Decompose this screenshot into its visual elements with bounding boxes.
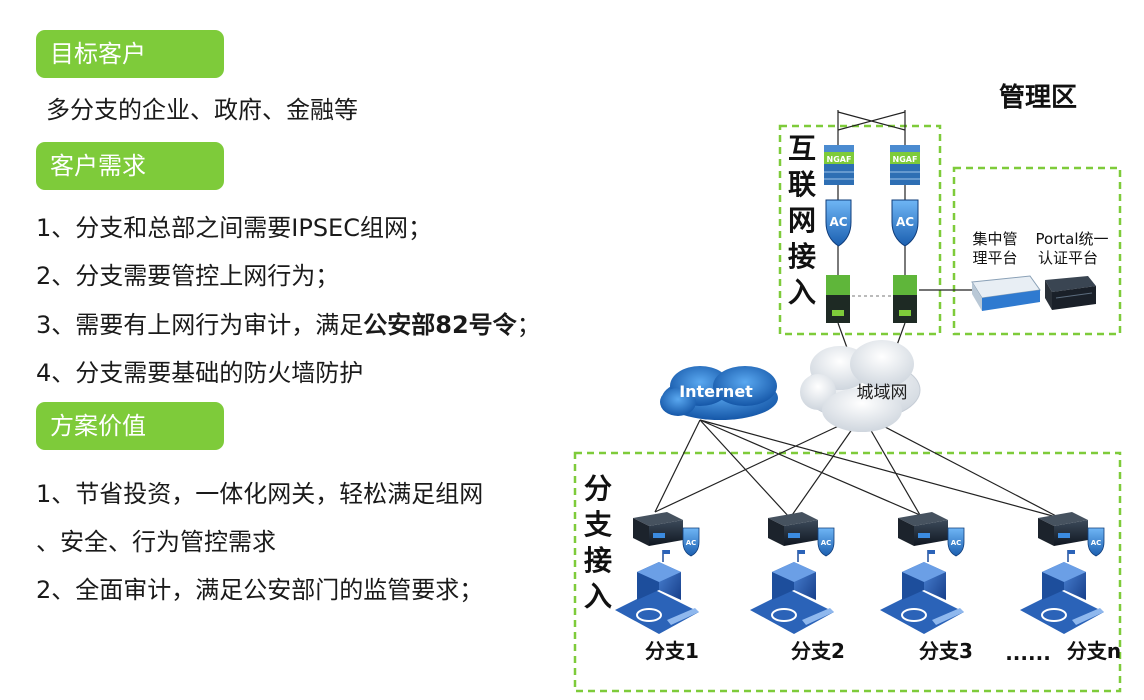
- ac-left-label: AC: [829, 215, 847, 229]
- internet-zone-char-2: 网: [788, 204, 816, 237]
- internet-zone-char-3: 接: [788, 240, 816, 273]
- ngaf-firewall-left: NGAF: [824, 145, 854, 185]
- branch-ellipsis: ......: [1005, 641, 1051, 665]
- need-3-bold: 公安部82号令: [363, 311, 517, 339]
- central-platform-label-2: 理平台: [972, 249, 1017, 267]
- need-item-3: 3、需要有上网行为审计，满足公安部82号令；: [36, 309, 541, 341]
- branch-group: AC 分支1 AC 分支2 AC 分支3 AC 分支n: [615, 512, 1121, 663]
- need-item-2: 2、分支需要管控上网行为；: [36, 260, 339, 292]
- need-item-4: 4、分支需要基础的防火墙防护: [36, 357, 363, 389]
- branch-zone-char-2: 接: [584, 544, 612, 577]
- branch-2: AC 分支2: [750, 512, 845, 663]
- branch-1: AC 分支1: [615, 512, 700, 663]
- branch-access-zone: [573, 451, 1122, 693]
- solution-value-header: 方案价值: [36, 402, 224, 450]
- value-item-1: 1、节省投资，一体化网关，轻松满足组网: [36, 480, 484, 508]
- ngaf-firewall-right: NGAF: [890, 145, 920, 185]
- value-item-2: 2、全面审计，满足公安部门的监管要求；: [36, 576, 484, 604]
- branch-building-3: [880, 550, 964, 634]
- branch-gateway-2: [768, 512, 818, 546]
- internet-zone-char-4: 入: [788, 276, 816, 309]
- need-1-text: 1、分支和总部之间需要IPSEC组网；: [36, 214, 432, 242]
- internet-zone-char-1: 联: [788, 168, 816, 201]
- branch-building-2: [750, 550, 834, 634]
- internet-access-zone: [778, 124, 942, 336]
- branch-label-3: 分支3: [919, 639, 973, 663]
- need-4-text: 4、分支需要基础的防火墙防护: [36, 359, 364, 387]
- target-customer-header: 目标客户: [36, 30, 224, 78]
- branch-zone-char-0: 分: [584, 472, 612, 505]
- branch-building-1: [615, 550, 699, 634]
- ac-right-label: AC: [896, 215, 914, 229]
- customer-needs-header: 客户需求: [36, 142, 224, 190]
- switch-right: [893, 275, 917, 323]
- portal-auth-server: [1045, 276, 1096, 310]
- internet-cloud-label: Internet: [679, 382, 753, 401]
- branch-label-2: 分支2: [791, 639, 845, 663]
- need-3-suffix: ；: [516, 311, 541, 339]
- branch-ac-shield-4: AC: [1087, 527, 1105, 557]
- need-2-text: 2、分支需要管控上网行为；: [36, 262, 340, 290]
- need-item-1: 1、分支和总部之间需要IPSEC组网；: [36, 212, 432, 244]
- metro-cloud-label: 城域网: [857, 383, 908, 403]
- management-zone: [952, 166, 1122, 336]
- branch-ac-shield-2: AC: [817, 527, 835, 557]
- ngaf-left-label: NGAF: [827, 155, 852, 164]
- branch-label-4: 分支n: [1067, 639, 1121, 663]
- ac-shield-right: AC: [891, 199, 919, 247]
- branch-gateway-1: [633, 512, 683, 546]
- portal-platform-label-1: Portal统一: [1035, 230, 1108, 248]
- branch-links: [654, 414, 1061, 519]
- branch-ac-shield-3: AC: [947, 527, 965, 557]
- ac-shield-left: AC: [825, 199, 852, 247]
- branch-4: AC 分支n: [1020, 512, 1121, 663]
- branch-3: AC 分支3: [880, 512, 973, 663]
- central-management-server: [971, 275, 1041, 311]
- branch-ac-label-1: AC: [686, 539, 697, 547]
- internet-zone-char-0: 互: [788, 132, 816, 165]
- branch-gateway-3: [898, 512, 948, 546]
- branch-ac-label-3: AC: [951, 539, 962, 547]
- management-zone-title: 管理区: [999, 83, 1077, 113]
- ngaf-right-label: NGAF: [893, 155, 918, 164]
- need-3-text: 3、需要有上网行为审计，满足: [36, 311, 364, 339]
- branch-ac-shield-1: AC: [682, 527, 700, 557]
- branch-ac-label-2: AC: [821, 539, 832, 547]
- target-customer-text: 多分支的企业、政府、金融等: [46, 96, 358, 124]
- portal-platform-label-2: 认证平台: [1038, 249, 1098, 267]
- branch-zone-char-1: 支: [584, 508, 612, 541]
- branch-zone-char-3: 入: [584, 580, 612, 613]
- branch-gateway-4: [1038, 512, 1088, 546]
- central-platform-label-1: 集中管: [972, 230, 1017, 248]
- metro-network-cloud: 城域网: [800, 340, 921, 432]
- value-item-1-cont: 、安全、行为管控需求: [36, 528, 276, 556]
- branch-label-1: 分支1: [645, 639, 699, 663]
- switch-left: [826, 275, 850, 323]
- branch-building-4: [1020, 550, 1104, 634]
- branch-ac-label-4: AC: [1091, 539, 1102, 547]
- internet-cloud: Internet: [660, 366, 778, 420]
